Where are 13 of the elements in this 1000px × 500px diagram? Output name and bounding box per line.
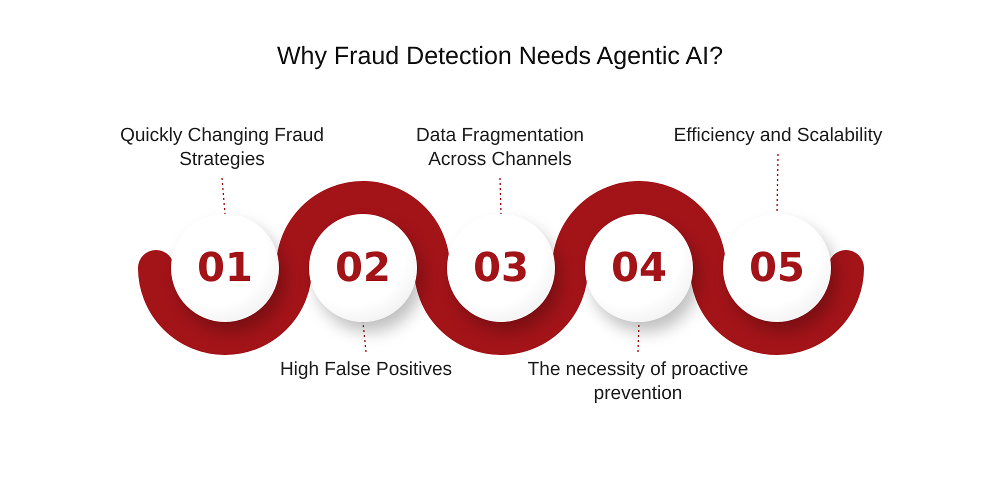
step-number: 01 xyxy=(197,245,253,291)
step-number: 05 xyxy=(749,245,805,291)
leader-line xyxy=(221,178,226,214)
step-number: 04 xyxy=(611,245,667,291)
step-label: Quickly Changing Fraud Strategies xyxy=(107,124,337,172)
step-number: 03 xyxy=(473,245,529,291)
step-label: The necessity of proactive prevention xyxy=(523,358,753,406)
step-label: High False Positives xyxy=(251,358,481,382)
step-label: Efficiency and Scalability xyxy=(663,124,893,148)
leader-line xyxy=(499,178,502,214)
step-number: 02 xyxy=(335,245,391,291)
title: Why Fraud Detection Needs Agentic AI? xyxy=(276,42,724,71)
step-label: Data Fragmentation Across Channels xyxy=(385,124,615,172)
